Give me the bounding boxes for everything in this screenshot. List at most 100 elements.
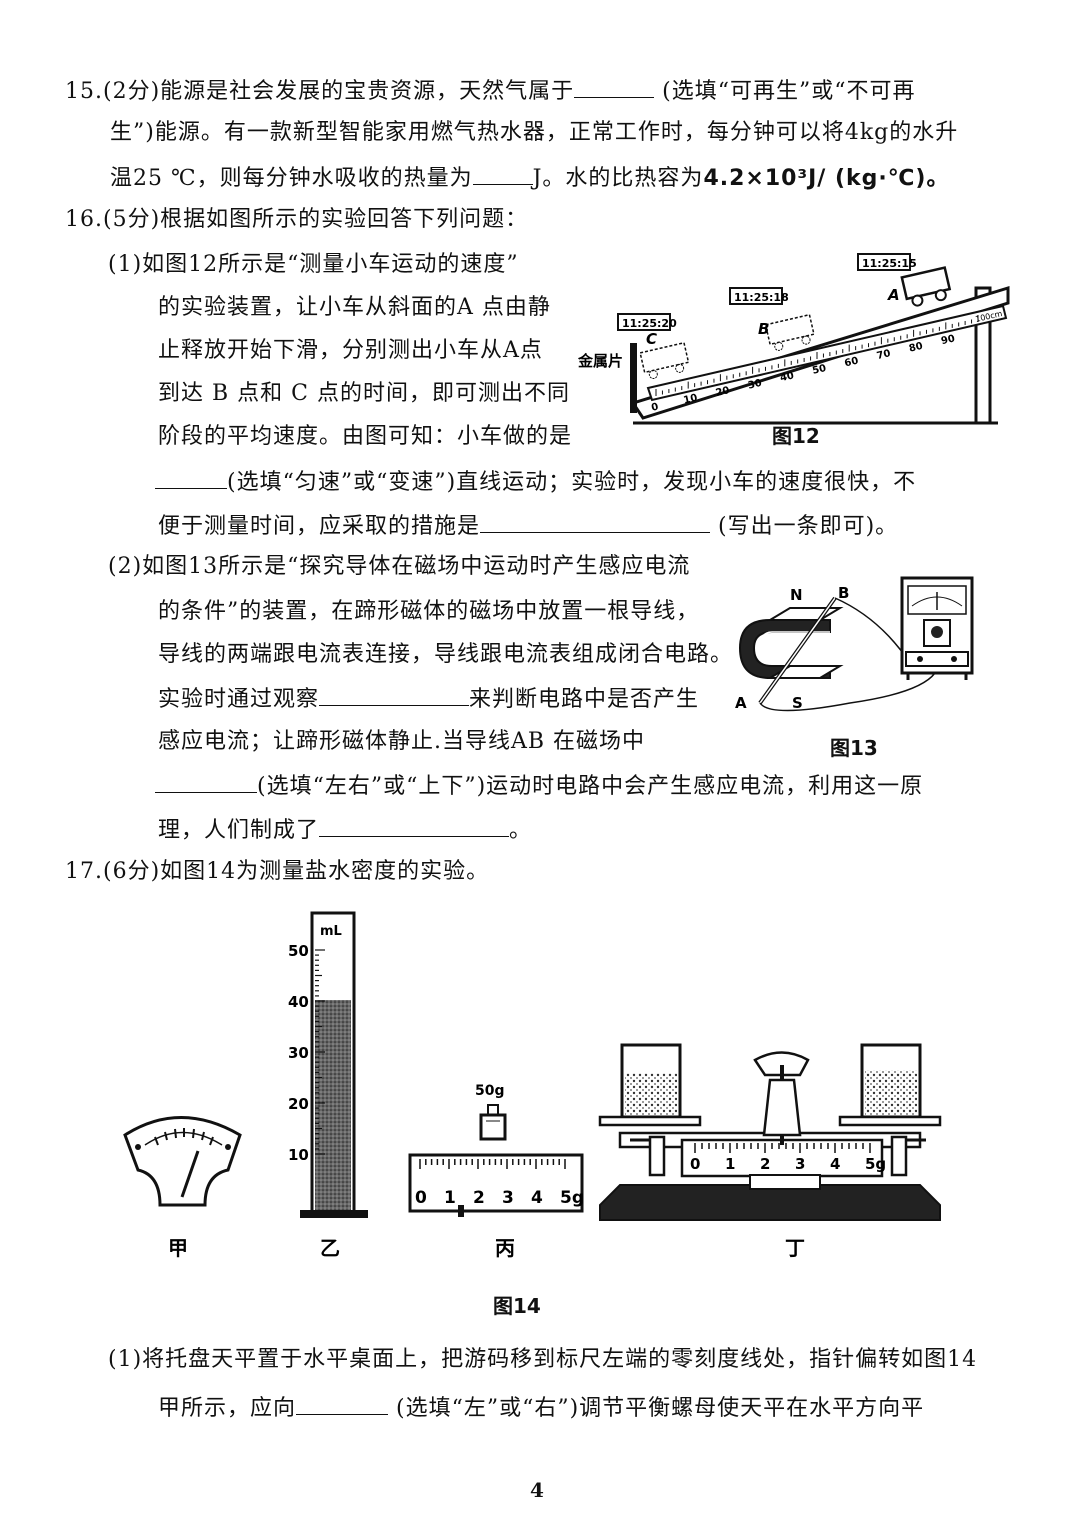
graduated-cylinder: mL 50 40 30 20 10 [288,911,368,1218]
clock-c [617,313,671,331]
car-at-b [764,313,815,351]
scale-tick-label: 0 [415,1188,427,1208]
q15-line2: 生”)能源。有一款新型智能家用燃气热水器，正常工作时，每分钟可以将4kg的水升 [110,120,959,145]
q17-heading: 17.(6分)如图14为测量盐水密度的实验。 [65,859,490,884]
q15-text: J。水的比热容为 [532,166,704,191]
answer-blank[interactable] [472,162,533,185]
q16-text: (选填“左右”或“上下”)运动时电路中会产生感应电流，利用这一原 [257,774,924,799]
rider [458,1205,464,1217]
q15-text: 温25 ℃，则每分钟水吸收的热量为 [110,166,473,191]
q16-text: 实验时通过观察 [158,687,320,712]
q15-text: 15.(2分)能源是社会发展的宝贵资源，天然气属于 [65,79,575,104]
q16-text: (写出一条即可)。 [718,514,899,539]
q16-text: 来判断电路中是否产生 [469,687,700,712]
q16-text: 便于测量时间，应采取的措施是 [158,514,481,539]
figure-14-label: 图14 [493,1294,541,1318]
balance-pointer-dial [123,1116,242,1207]
clock-c-time: 11:25:20 [622,317,677,330]
q17-text: 甲所示，应向 [158,1396,297,1421]
q15-line3: 温25 ℃，则每分钟水吸收的热量为 J。水的比热容为4.2×10³J/ (kg·℃… [110,162,949,194]
point-a-label: A [887,286,900,304]
cylinder-tick-label: 40 [288,993,309,1011]
answer-blank[interactable] [155,770,257,793]
ruler-tick-label: 60 [844,356,860,370]
wire-a [759,672,936,712]
scale-tick-label: 4 [830,1155,840,1173]
q15-text: (选填“可再生”或“不可再 [662,79,916,104]
q16-p2-line1: (2)如图13所示是“探究导体在磁场中运动时产生感应电流 [108,554,691,579]
specific-heat-value: 4.2×10³J/ (kg·℃)。 [703,166,950,191]
balance-scale [680,1138,884,1178]
q16-p1-line4: 到达 B 点和 C 点的时间，即可测出不同 [158,381,570,406]
ruler [646,304,1008,402]
cylinder-tick-label: 10 [288,1146,309,1164]
clock-a [857,253,911,271]
dial-pointer [180,1150,200,1198]
ruler-tick-label: 80 [908,341,924,355]
cylinder-unit: mL [320,924,342,939]
ruler-tick-label: 90 [940,333,956,347]
cylinder-ticks: 50 40 30 20 10 [288,942,325,1164]
scale-tick-label: 4 [531,1188,543,1208]
q16-p2-line5: 感应电流；让蹄形磁体静止.当导线AB 在磁场中 [158,729,646,754]
figure-12-incline: 0 10 20 30 40 50 60 70 80 90 金属片 11:25:20 11:25:1… [578,253,1010,425]
scale-tick-label: 0 [690,1155,700,1173]
q16-p2-line2: 的条件”的装置，在蹄形磁体的磁场中放置一根导线， [158,599,700,624]
scale-tick-label: 2 [473,1188,485,1208]
pole-n-label: N [790,586,803,604]
metal-plate [630,343,637,413]
weight-label: 50g [475,1083,505,1099]
answer-blank[interactable] [480,510,711,533]
q16-p2-line6: (选填“左右”或“上下”)运动时电路中会产生感应电流，利用这一原 [155,770,923,802]
answer-blank[interactable] [319,683,470,706]
sub-label-yi: 乙 [320,1236,340,1260]
ruler-tick-label: 0 [650,402,659,414]
clock-b [729,287,783,305]
cylinder-tick-label: 50 [288,942,309,960]
q17-text: (选填“左”或“右”)调节平衡螺母使天平在水平方向平 [396,1396,925,1421]
point-b-label: B [758,320,769,338]
weight-50g [479,1113,507,1141]
car-at-a [900,266,952,307]
q15-line1: 15.(2分)能源是社会发展的宝贵资源，天然气属于 (选填“可再生”或“不可再 [65,75,915,107]
ruler-tick-label: 30 [747,378,763,392]
ruler-tick-label: 40 [779,370,795,384]
ruler-tick-label: 10 [683,393,699,407]
ruler-tick-label: 70 [876,348,892,362]
clock-a-time: 11:25:15 [862,257,917,270]
q16-text: (选填“匀速”或“变速”)直线运动；实验时，发现小车的速度很快，不 [227,470,917,495]
answer-blank[interactable] [574,75,655,98]
sub-label-jia: 甲 [168,1236,188,1260]
answer-blank[interactable] [155,466,227,489]
metal-plate-label: 金属片 [578,352,623,370]
q16-p1-line5: 阶段的平均速度。由图可知：小车做的是 [158,424,573,449]
q16-p1-line6: (选填“匀速”或“变速”)直线运动；实验时，发现小车的速度很快，不 [155,466,916,498]
end-b-label: B [838,584,849,602]
q16-p1-line3: 止释放开始下滑，分别测出小车从A点 [158,338,543,363]
q16-p1-line1: (1)如图12所示是“测量小车运动的速度” [108,252,519,277]
car-at-c [639,341,690,379]
page-number: 4 [530,1478,544,1502]
q16-text: 理，人们制成了 [158,818,320,843]
cylinder-tick-label: 20 [288,1095,309,1113]
cylinder-tick-label: 30 [288,1044,309,1062]
figure-13-label: 图13 [830,736,878,760]
wire-b [834,597,911,664]
ruler-tick-label: 50 [811,363,827,377]
q16-heading: 16.(5分)根据如图所示的实验回答下列问题： [65,207,529,232]
pole-n-plate [766,607,844,621]
q17-line1: (1)将托盘天平置于水平桌面上，把游码移到标尺左端的零刻度线处，指针偏转如图14 [108,1347,978,1372]
scale-tick-label: 5g [865,1155,886,1173]
scale-tick-label: 3 [502,1188,514,1208]
ruler-tick-label: 20 [715,385,731,399]
answer-blank[interactable] [296,1392,389,1415]
q16-p2-line4: 实验时通过观察 来判断电路中是否产生 [158,683,699,715]
q16-p1-line2: 的实验装置，让小车从斜面的A 点由静 [158,295,551,320]
sub-label-bing: 丙 [495,1236,515,1260]
figure-13-induction: N S A B [735,576,974,712]
answer-blank[interactable] [319,814,510,837]
scale-tick-label: 5g [560,1188,584,1208]
